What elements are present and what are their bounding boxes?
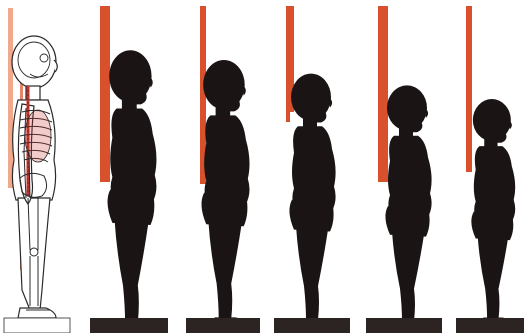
platform xyxy=(456,318,524,333)
silhouette-figure-5 xyxy=(366,6,442,333)
platform xyxy=(274,318,350,333)
silhouette-figure-6 xyxy=(456,6,524,333)
plumb-line xyxy=(100,6,110,182)
child-silhouette xyxy=(471,99,515,326)
platform xyxy=(186,318,260,333)
plumb-line xyxy=(8,8,13,188)
plumb-line xyxy=(378,6,388,182)
child-silhouette xyxy=(289,74,336,328)
silhouette-figure-4 xyxy=(274,6,350,333)
platform xyxy=(4,318,70,333)
plumb-line xyxy=(466,6,472,172)
silhouette-figure-3 xyxy=(186,6,260,333)
skeleton-figure xyxy=(4,8,70,333)
child-silhouette xyxy=(385,85,432,328)
silhouette-figure-2 xyxy=(90,6,168,333)
plumb-line xyxy=(286,112,290,122)
platform xyxy=(90,318,168,333)
child-silhouette xyxy=(108,50,157,331)
child-silhouette xyxy=(201,60,249,327)
platform xyxy=(366,318,442,333)
